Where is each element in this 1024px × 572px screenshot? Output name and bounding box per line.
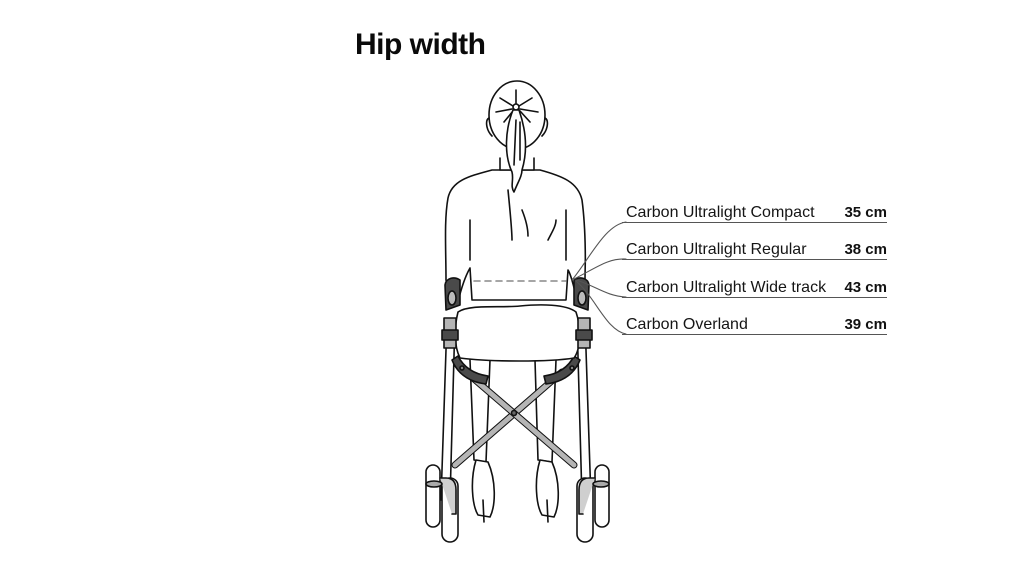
page-title: Hip width <box>355 28 486 61</box>
spec-row-regular: Carbon Ultralight Regular 38 cm <box>622 239 887 260</box>
cross-brace <box>451 368 578 469</box>
spec-model-name: Carbon Ultralight Regular <box>626 241 807 258</box>
head <box>485 80 549 193</box>
spec-hip-width-value: 39 cm <box>844 316 887 333</box>
spec-hip-width-value: 35 cm <box>844 204 887 221</box>
seat <box>454 304 581 362</box>
spec-row-compact: Carbon Ultralight Compact 35 cm <box>622 202 887 223</box>
spec-hip-width-value: 38 cm <box>844 241 887 258</box>
hand-grips <box>441 277 593 349</box>
spec-model-name: Carbon Overland <box>626 316 748 333</box>
spec-model-name: Carbon Ultralight Compact <box>626 204 815 221</box>
spec-row-overland: Carbon Overland 39 cm <box>622 314 887 335</box>
leader-lines <box>571 221 627 335</box>
legs <box>469 359 560 523</box>
torso <box>444 169 587 303</box>
wheels <box>425 464 610 543</box>
spec-row-wide-track: Carbon Ultralight Wide track 43 cm <box>622 277 887 298</box>
spec-model-name: Carbon Ultralight Wide track <box>626 279 827 296</box>
spec-hip-width-value: 43 cm <box>844 279 887 296</box>
